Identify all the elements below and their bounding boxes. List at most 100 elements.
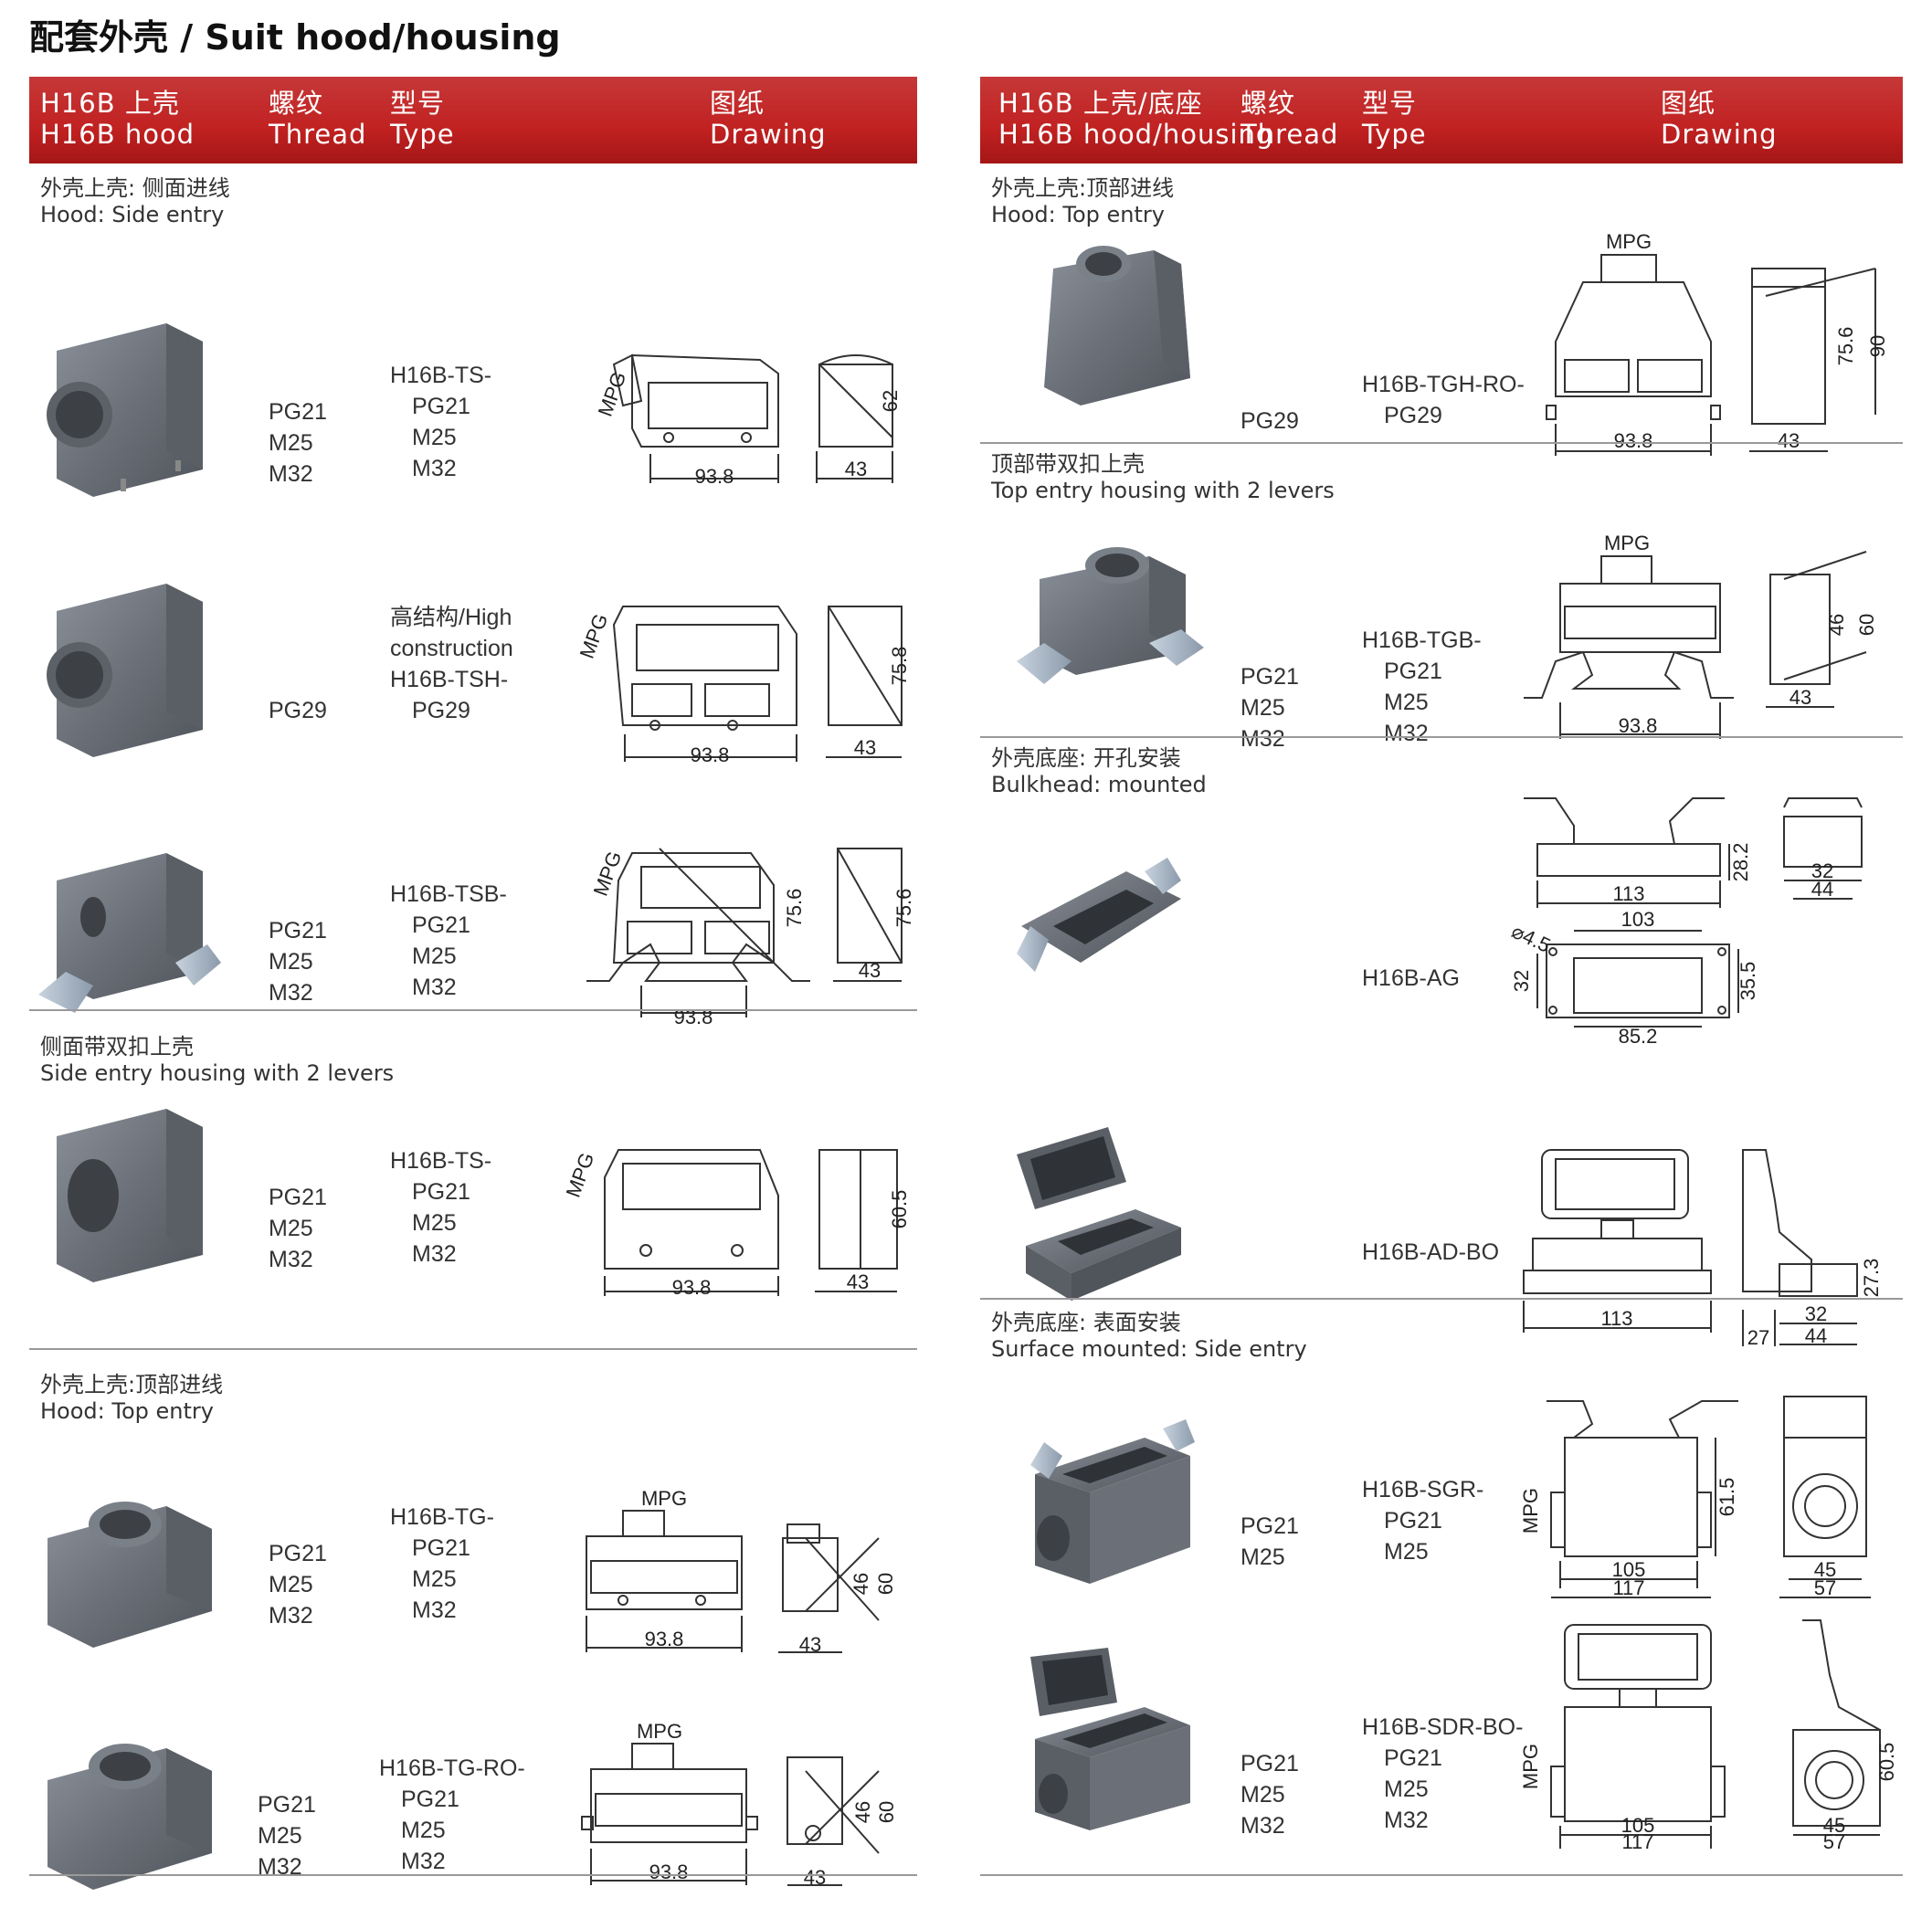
bulkhead-mounted-photo bbox=[1017, 858, 1181, 972]
surface-mounted-cover-photo bbox=[1030, 1648, 1190, 1830]
dim-label: 27 bbox=[1747, 1326, 1769, 1346]
dim-label: 85.2 bbox=[1619, 1025, 1658, 1048]
dim-label: 75.6 bbox=[783, 889, 806, 928]
dim-label: 46 bbox=[850, 1573, 872, 1595]
header-hood-en: H16B hood/housing bbox=[998, 119, 1274, 150]
dim-label: 113 bbox=[1612, 882, 1644, 905]
dim-label: 90 bbox=[1866, 335, 1889, 357]
dim-label: MPG bbox=[641, 1487, 687, 1510]
dim-label: 32 bbox=[1811, 859, 1833, 882]
dim-label: 93.8 bbox=[649, 1861, 689, 1883]
technical-drawing: 113 28.2 32 44 103 ⌀4.5 32 35.5 85.2 bbox=[1510, 797, 1863, 1048]
hood-with-levers-photo bbox=[38, 853, 221, 1013]
side-entry-housing-photo bbox=[57, 1109, 203, 1282]
header-hood-en: H16B hood bbox=[40, 119, 195, 150]
dim-label: MPG bbox=[1604, 532, 1650, 554]
header-thread-en: Thread bbox=[269, 119, 367, 150]
technical-drawing: MPG 93.8 43 75.6 90 bbox=[1546, 232, 1889, 456]
bulkhead-with-cover-photo bbox=[1017, 1127, 1181, 1301]
header-drawing-en: Drawing bbox=[710, 119, 827, 150]
dim-label: MPG bbox=[589, 849, 627, 900]
hood-top-entry-high-photo bbox=[1044, 246, 1190, 406]
dim-label: 93.8 bbox=[1614, 429, 1653, 452]
dim-label: 43 bbox=[854, 736, 876, 759]
hood-high-construction-photo bbox=[47, 584, 203, 757]
dim-label: 103 bbox=[1621, 908, 1655, 931]
header-type-en: Type bbox=[1362, 119, 1427, 150]
dim-label: 75.6 bbox=[1834, 327, 1857, 366]
dim-label: 45 bbox=[1823, 1814, 1845, 1837]
dim-label: MPG bbox=[562, 1150, 599, 1201]
dim-label: 44 bbox=[1811, 878, 1833, 901]
dim-label: 93.8 bbox=[691, 743, 730, 766]
section-divider bbox=[980, 736, 1903, 738]
technical-drawing: MPG 93.8 43 46 60 bbox=[586, 1487, 897, 1656]
dim-label: 75.6 bbox=[892, 889, 911, 928]
dim-label: 93.8 bbox=[672, 1276, 712, 1296]
dim-label: 32 bbox=[1805, 1302, 1827, 1325]
dim-label: 32 bbox=[1510, 970, 1533, 992]
header-drawing-cn: 图纸 bbox=[710, 88, 765, 119]
header-type-en: Type bbox=[390, 119, 455, 150]
dim-label: 93.8 bbox=[1619, 714, 1658, 737]
header-type-cn: 型号 bbox=[390, 88, 446, 119]
dim-label: 46 bbox=[851, 1801, 874, 1823]
section-divider bbox=[29, 1874, 917, 1876]
surface-mounted-photo bbox=[1030, 1419, 1195, 1584]
technical-drawing: 93.8 43 75.6 75.6 MPG bbox=[586, 848, 911, 1027]
dim-label: 43 bbox=[804, 1866, 826, 1889]
dim-label: 93.8 bbox=[645, 1628, 684, 1650]
dim-label: 60.5 bbox=[1875, 1743, 1898, 1782]
dim-label: 43 bbox=[859, 959, 881, 982]
header-drawing-en: Drawing bbox=[1661, 119, 1778, 150]
hood-top-entry-ro-photo bbox=[48, 1744, 212, 1890]
dim-label: MPG bbox=[1606, 232, 1652, 253]
hood-top-entry-photo bbox=[48, 1502, 212, 1648]
hood-side-entry-photo bbox=[47, 323, 203, 497]
dim-label: 117 bbox=[1621, 1830, 1653, 1849]
dim-label: 60 bbox=[1855, 614, 1878, 636]
technical-drawing: MPG 93.8 43 46 60 bbox=[1524, 532, 1878, 739]
dim-label: MPG bbox=[594, 369, 631, 420]
dim-label: 75.8 bbox=[888, 647, 911, 686]
dim-label: 43 bbox=[1778, 429, 1800, 452]
dim-label: 105 bbox=[1621, 1814, 1655, 1837]
section-title-en: Hood: Side entry bbox=[40, 202, 225, 227]
section-title-cn: 外壳上壳: 侧面进线 bbox=[40, 175, 230, 201]
dim-label: 57 bbox=[1814, 1576, 1836, 1599]
top-entry-housing-levers-photo bbox=[1017, 547, 1204, 684]
dim-label: 44 bbox=[1805, 1324, 1827, 1346]
dim-label: 46 bbox=[1825, 614, 1848, 636]
dim-label: 43 bbox=[1789, 686, 1811, 709]
type-list: H16B-AD-BO bbox=[1362, 1239, 1500, 1265]
section-divider bbox=[980, 1298, 1903, 1300]
dim-label: 57 bbox=[1823, 1830, 1845, 1849]
dim-label: 27.3 bbox=[1860, 1259, 1883, 1298]
page-title: 配套外壳 / Suit hood/housing bbox=[29, 17, 561, 58]
type-list: H16B-AG bbox=[1362, 965, 1460, 991]
header-type-cn: 型号 bbox=[1362, 88, 1418, 119]
technical-drawing: 93.8 43 62 MPG bbox=[594, 353, 902, 488]
dim-label: 62 bbox=[879, 390, 902, 412]
dim-label: MPG bbox=[1519, 1744, 1542, 1789]
section-divider bbox=[29, 1348, 917, 1350]
